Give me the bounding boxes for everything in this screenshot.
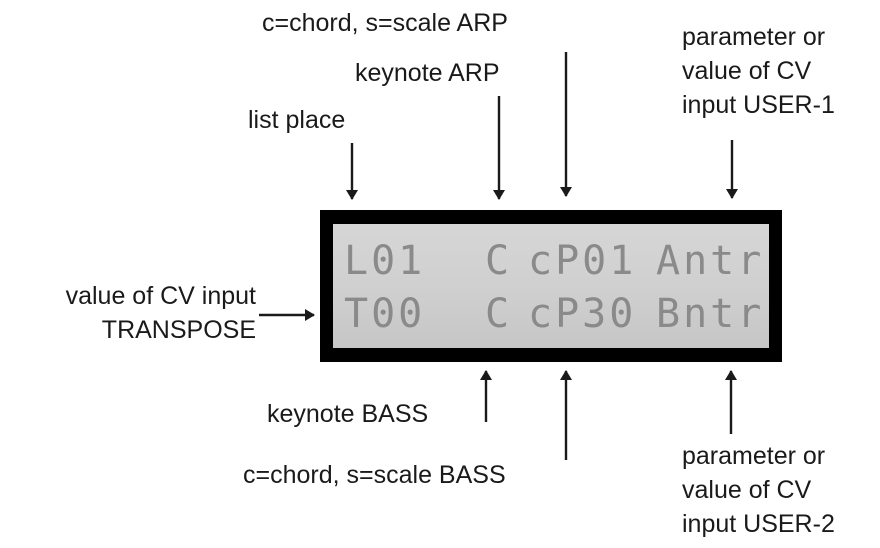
lcd-keynote-arp: C [485,238,513,284]
label-transpose-line-1: value of CV input [65,282,256,310]
label-keynote-arp: keynote ARP [355,59,500,87]
label-user-1: parameter or value of CV input USER-1 [682,20,835,122]
label-user-1-line-1: parameter or [682,23,826,51]
label-user-2: parameter or value of CV input USER-2 [682,439,835,541]
lcd-display: L01 C cP01 Antr T00 C cP30 Bntr [320,210,782,362]
label-user-1-line-3: input USER-1 [682,91,835,119]
lcd-screen: L01 C cP01 Antr T00 C cP30 Bntr [333,224,769,348]
lcd-transpose: T00 [344,291,426,337]
lcd-user-2: Bntr [656,291,765,337]
lcd-pattern-bass: cP30 [528,291,637,337]
label-list-place: list place [248,106,346,134]
lcd-keynote-bass: C [485,291,513,337]
lcd-row-1: L01 C cP01 Antr [333,236,769,286]
label-user-2-line-3: input USER-2 [682,510,835,538]
label-chord-scale-arp: c=chord, s=scale ARP [262,9,508,37]
lcd-pattern-arp: cP01 [528,238,637,284]
label-chord-scale-bass: c=chord, s=scale BASS [243,461,506,489]
label-keynote-bass: keynote BASS [267,400,429,428]
label-user-1-line-2: value of CV [682,57,812,85]
lcd-row-2: T00 C cP30 Bntr [333,289,769,339]
label-transpose: value of CV input TRANSPOSE [0,279,256,347]
lcd-user-1: Antr [656,238,765,284]
label-user-2-line-1: parameter or [682,442,826,470]
lcd-list-place: L01 [344,238,426,284]
label-transpose-line-2: TRANSPOSE [101,316,256,344]
label-user-2-line-2: value of CV [682,476,812,504]
